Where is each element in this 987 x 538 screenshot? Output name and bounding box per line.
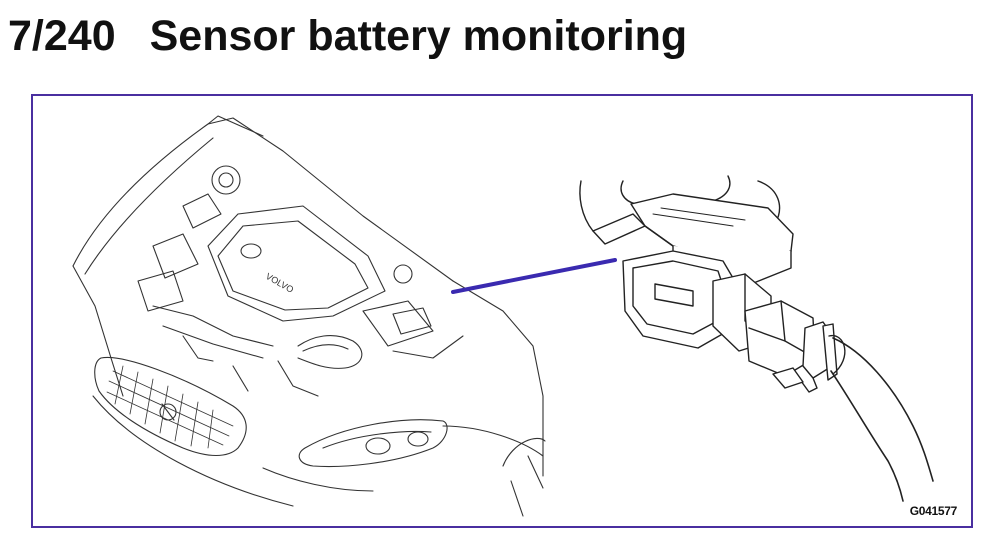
illustration-frame: VOLVO xyxy=(31,94,973,528)
figure-code: G041577 xyxy=(909,504,958,518)
car-illustration: VOLVO xyxy=(72,115,546,517)
page-heading: 7/240 Sensor battery monitoring xyxy=(8,6,687,66)
page-title: Sensor battery monitoring xyxy=(149,12,688,60)
leader-line xyxy=(451,258,617,294)
illustration-canvas: VOLVO xyxy=(72,115,934,517)
sensor-detail-illustration xyxy=(579,175,934,502)
svg-text:VOLVO: VOLVO xyxy=(264,271,295,295)
section-number: 7/240 xyxy=(8,12,116,60)
